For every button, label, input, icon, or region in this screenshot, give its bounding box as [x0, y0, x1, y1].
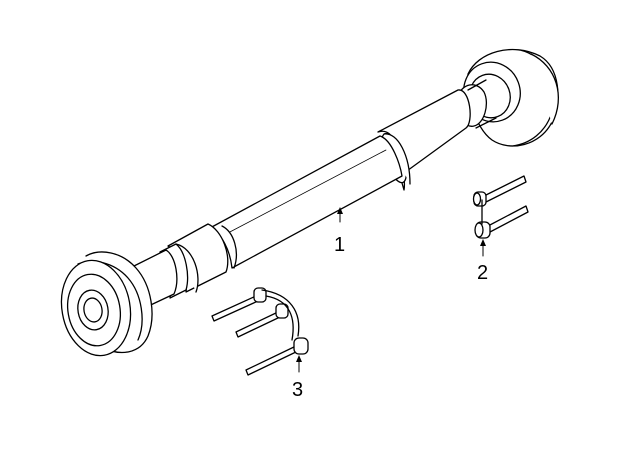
callout-label-1: 1 — [334, 234, 345, 256]
bolt-lower — [474, 205, 529, 239]
u-bolt-kit — [211, 287, 309, 376]
callout-3: 3 — [292, 355, 303, 401]
shaft-front-flange — [60, 251, 153, 357]
u-bolt-strap — [261, 289, 300, 341]
callout-1: 1 — [334, 207, 345, 256]
drive-shaft — [60, 48, 560, 357]
callout-label-3: 3 — [292, 379, 303, 401]
shaft-rear-flange — [457, 48, 560, 147]
callout-2: 2 — [477, 239, 488, 284]
u-bolt-pin-lower — [245, 337, 309, 376]
bolt-upper — [472, 175, 527, 207]
u-bolt-pin-middle — [235, 303, 289, 338]
flange-bolts — [472, 175, 529, 239]
callout-label-2: 2 — [477, 262, 488, 284]
u-bolt-pin-upper — [211, 287, 267, 322]
shaft-tube-main — [209, 135, 403, 269]
